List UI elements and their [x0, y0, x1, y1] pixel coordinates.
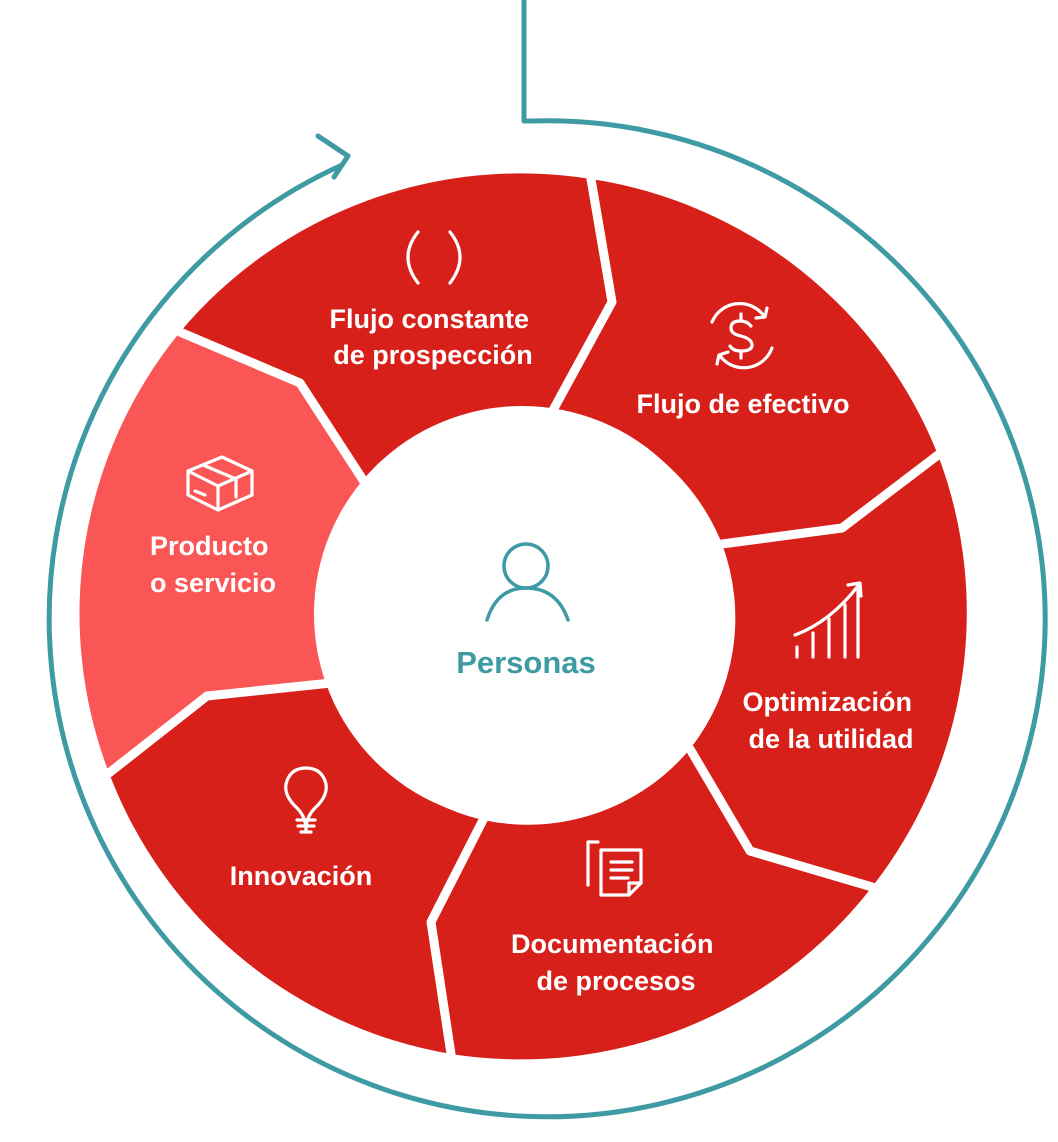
cycle-arrowhead	[315, 133, 351, 180]
growth-chart-icon	[793, 581, 863, 659]
center-label: Personas	[456, 645, 596, 680]
segment-producto	[79, 332, 365, 773]
label-prospeccion: Flujo constante de prospección	[329, 304, 536, 370]
segment-documentacion	[431, 749, 872, 1060]
cycle-ring	[46, 0, 1048, 1120]
segment-optimizacion	[690, 455, 967, 887]
lightbulb-icon	[284, 766, 328, 834]
brackets-icon	[406, 230, 462, 285]
segment-wheel	[79, 173, 967, 1060]
label-innovacion: Innovación	[230, 861, 373, 891]
documents-icon	[586, 840, 643, 897]
segment-prospeccion	[180, 173, 612, 484]
segment-separators	[104, 174, 943, 1059]
segment-efectivo	[552, 179, 938, 544]
dollar-cycle-icon	[710, 301, 774, 370]
label-efectivo: Flujo de efectivo	[636, 389, 849, 419]
label-documentacion: Documentación de procesos	[511, 929, 721, 996]
segment-innovacion	[109, 683, 483, 1054]
box-icon	[186, 455, 254, 512]
center-circle	[314, 406, 730, 822]
person-icon	[485, 542, 570, 622]
label-optimizacion: Optimización de la utilidad	[742, 687, 919, 754]
label-producto: Producto o servicio	[150, 531, 276, 598]
